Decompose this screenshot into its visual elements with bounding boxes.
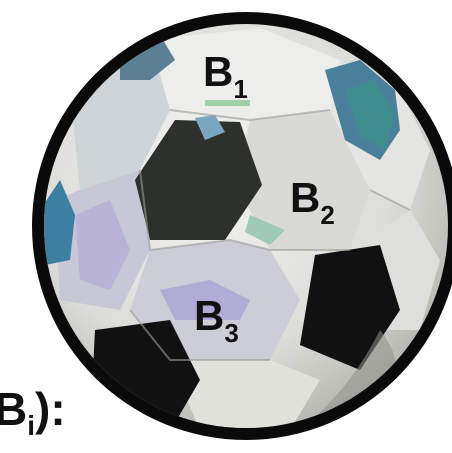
formula-text: Bi): — [0, 386, 66, 440]
formula-suffix: ): — [35, 383, 66, 435]
formula-prefix: B — [0, 383, 27, 435]
formula-subscript: i — [27, 410, 35, 441]
